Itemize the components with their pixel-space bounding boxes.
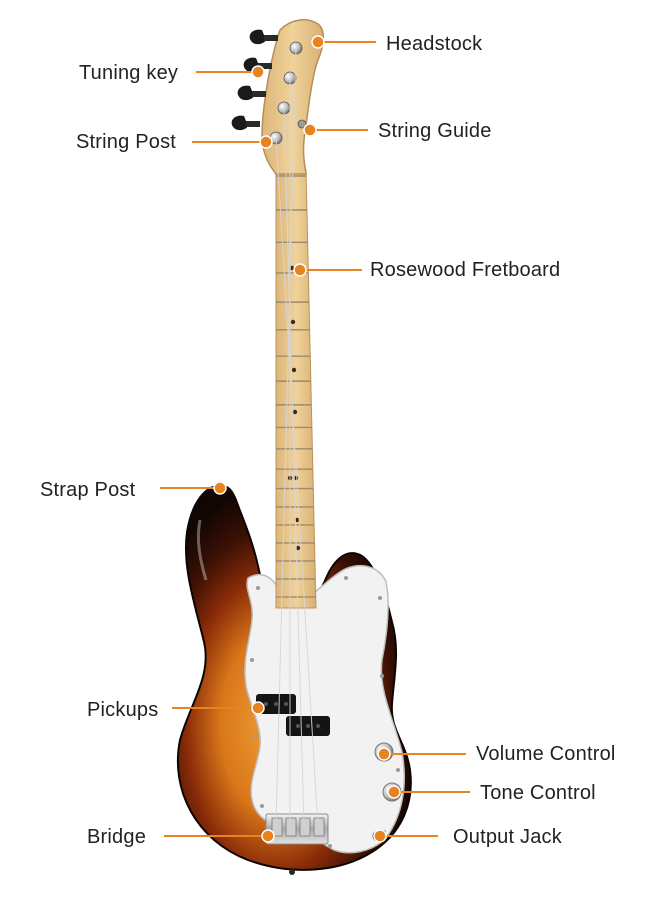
label-tuning-key: Tuning key: [79, 62, 179, 84]
label-output-jack: Output Jack: [453, 826, 562, 848]
label-headstock: Headstock: [386, 33, 483, 55]
pickguard: [244, 564, 405, 854]
label-string-guide: String Guide: [378, 120, 492, 142]
label-strap-post: Strap Post: [40, 479, 136, 501]
label-tone-control: Tone Control: [480, 782, 596, 804]
label-rosewood-fretboard: Rosewood Fretboard: [370, 259, 561, 281]
callouts: [160, 41, 470, 837]
label-pickups: Pickups: [87, 699, 159, 721]
label-bridge: Bridge: [87, 826, 147, 848]
label-string-post: String Post: [76, 131, 177, 153]
label-volume-control: Volume Control: [476, 743, 616, 765]
